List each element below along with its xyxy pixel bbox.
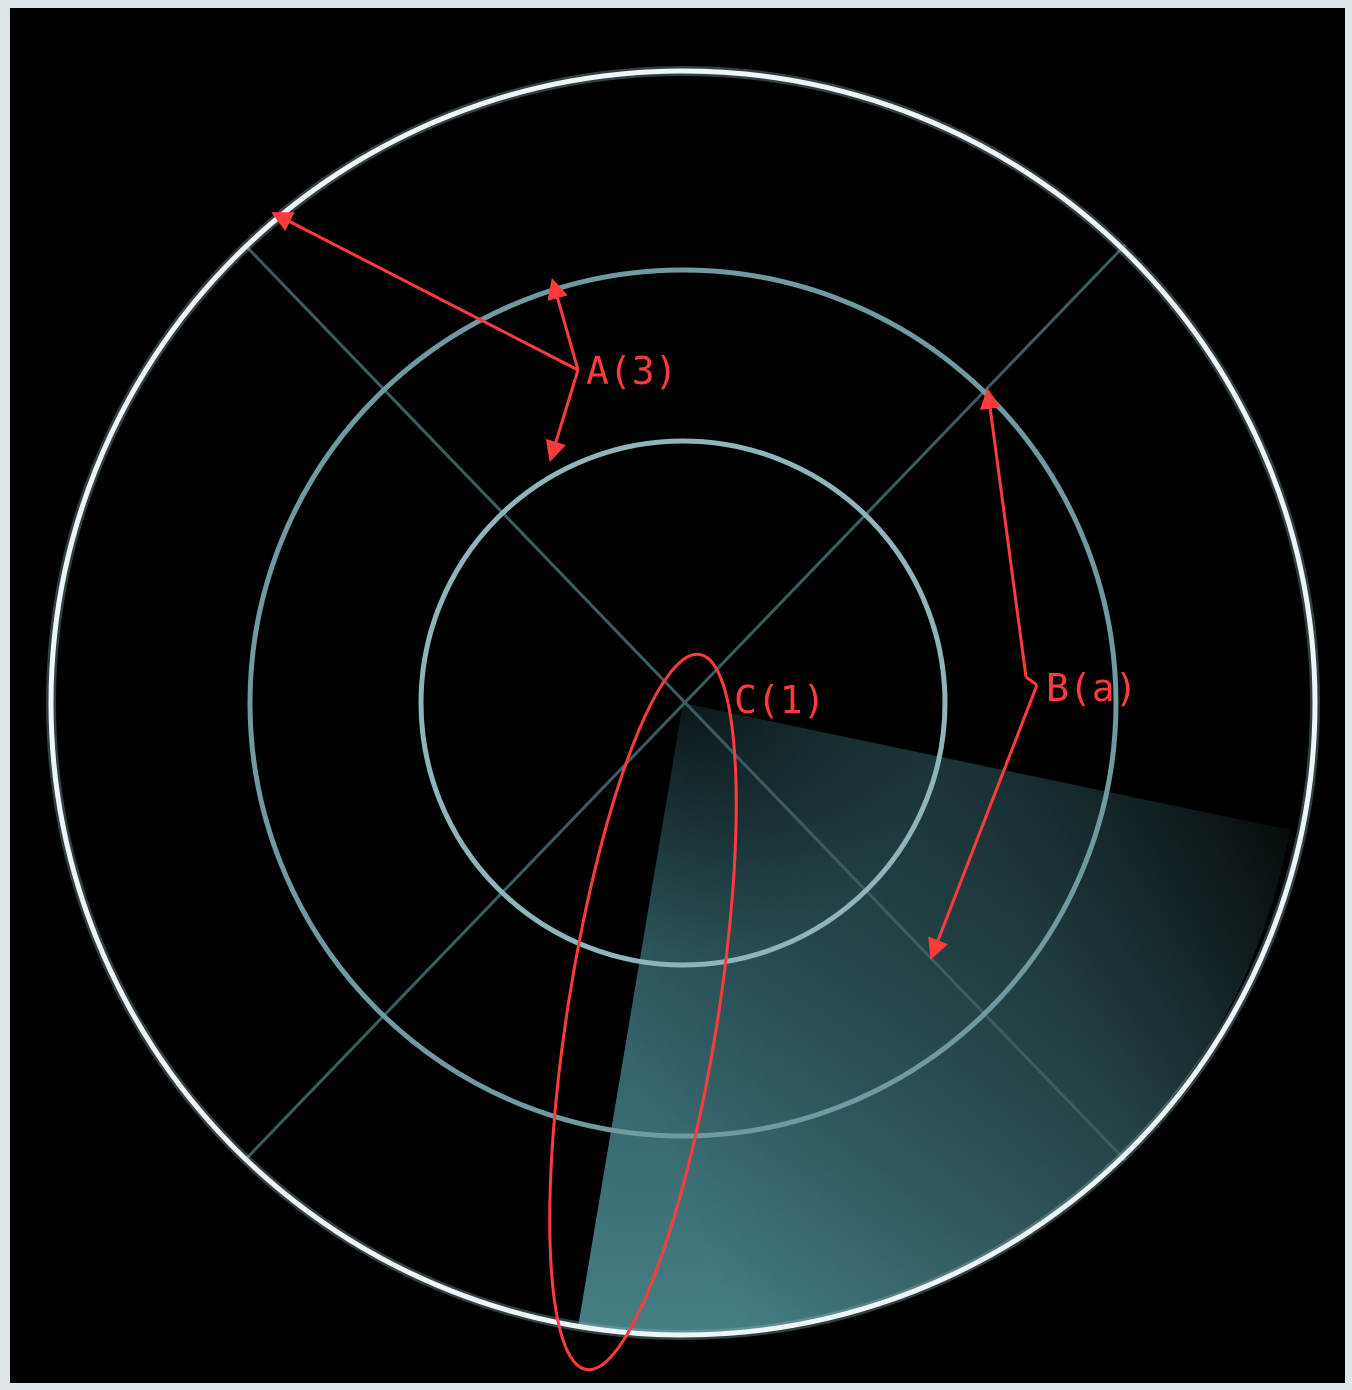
annotation-b-label: B(a) [1046,666,1138,710]
axis-diagonal-2 [243,243,1127,1162]
annotation-b-arrows [928,387,1039,960]
annotation-c-label: C(1) [734,678,826,722]
annotation-a-label: A(3) [586,349,678,393]
inner-ring [418,438,948,968]
middle-ring [247,267,1119,1139]
annotation-a-arrows [271,212,580,463]
annotation-c-ellipse [548,652,738,1372]
radar-sweep [575,703,1290,1333]
outer-ring [48,68,1318,1338]
